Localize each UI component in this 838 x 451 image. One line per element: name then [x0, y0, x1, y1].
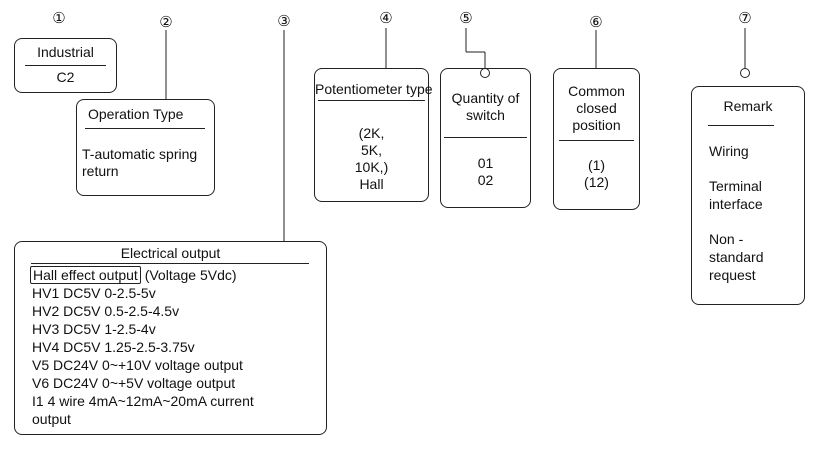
- electrical-item-hv3: HV3 DC5V 1-2.5-4v: [32, 321, 156, 337]
- industrial-divider: [25, 65, 106, 66]
- electrical-item-i1: I1 4 wire 4mA~12mA~20mA current: [32, 393, 254, 409]
- industrial-box: Industrial C2: [14, 38, 117, 93]
- electrical-item-v6: V6 DC24V 0~+5V voltage output: [32, 375, 236, 391]
- marker-3: ③: [277, 13, 291, 30]
- electrical-item-hv2: HV2 DC5V 0.5-2.5-4.5v: [32, 303, 180, 319]
- potentiometer-line-3: 10K,): [354, 159, 389, 175]
- potentiometer-type-divider: [318, 100, 425, 101]
- potentiometer-line-2: 5K,: [360, 142, 382, 158]
- remark-standard: standard: [709, 249, 764, 265]
- remark-connector-dot: [740, 68, 750, 78]
- marker-7: ⑦: [738, 10, 752, 27]
- potentiometer-line-4: Hall: [359, 176, 384, 192]
- common-closed-position-box: Common closed position (1) (12): [553, 68, 640, 210]
- common-closed-option-12: (12): [584, 174, 609, 190]
- remark-box: Remark Wiring Terminal interface Non - s…: [691, 86, 805, 305]
- potentiometer-type-box: Potentiometer type (2K, 5K, 10K,) Hall: [314, 68, 433, 202]
- switch-quantity-divider: [444, 137, 527, 138]
- operation-type-line-2: return: [82, 163, 119, 179]
- operation-type-line-1: T-automatic spring: [82, 146, 198, 162]
- common-closed-title-2: closed: [576, 100, 617, 116]
- switch-quantity-02: 02: [477, 172, 494, 188]
- marker-5: ⑤: [459, 10, 473, 27]
- industrial-code: C2: [56, 69, 75, 85]
- switch-quantity-title-2: switch: [466, 107, 505, 123]
- common-closed-option-1: (1): [587, 157, 606, 173]
- electrical-item-hv1: HV1 DC5V 0-2.5-5v: [32, 285, 156, 301]
- remark-divider: [708, 125, 774, 126]
- common-closed-title-1: Common: [568, 83, 625, 99]
- remark-title: Remark: [723, 98, 773, 114]
- switch-quantity-connector-dot: [480, 68, 490, 78]
- remark-wiring: Wiring: [709, 143, 749, 159]
- remark-terminal: Terminal: [709, 178, 762, 194]
- electrical-item-hv4: HV4 DC5V 1.25-2.5-3.75v: [32, 339, 195, 355]
- switch-quantity-01: 01: [477, 155, 494, 171]
- industrial-title: Industrial: [37, 44, 94, 60]
- marker-6: ⑥: [589, 14, 603, 31]
- marker-1: ①: [52, 10, 66, 27]
- marker-4: ④: [379, 10, 393, 27]
- remark-non: Non -: [709, 231, 744, 247]
- hall-effect-row: Hall effect output (Voltage 5Vdc): [30, 266, 237, 284]
- electrical-output-title: Electrical output: [120, 245, 221, 261]
- electrical-item-v5: V5 DC24V 0~+10V voltage output: [32, 357, 243, 373]
- potentiometer-type-title: Potentiometer type: [315, 81, 433, 97]
- common-closed-divider: [559, 140, 634, 141]
- potentiometer-line-1: (2K,: [358, 125, 385, 141]
- common-closed-title-3: position: [572, 117, 621, 133]
- operation-type-box: Operation Type T-automatic spring return: [76, 99, 215, 196]
- operation-type-title: Operation Type: [88, 106, 184, 122]
- electrical-item-i1-cont: output: [32, 411, 71, 427]
- electrical-output-box: Electrical output Hall effect output (Vo…: [14, 241, 327, 435]
- marker-2: ②: [159, 14, 173, 31]
- switch-quantity-box: Quantity of switch 01 02: [440, 68, 531, 208]
- remark-interface: interface: [709, 196, 763, 212]
- switch-quantity-title-1: Quantity of: [451, 90, 520, 106]
- hall-effect-note: (Voltage 5Vdc): [144, 267, 237, 283]
- hall-effect-label: Hall effect output: [30, 266, 141, 284]
- electrical-output-divider: [31, 263, 309, 264]
- remark-request: request: [709, 267, 756, 283]
- operation-type-divider: [85, 128, 205, 129]
